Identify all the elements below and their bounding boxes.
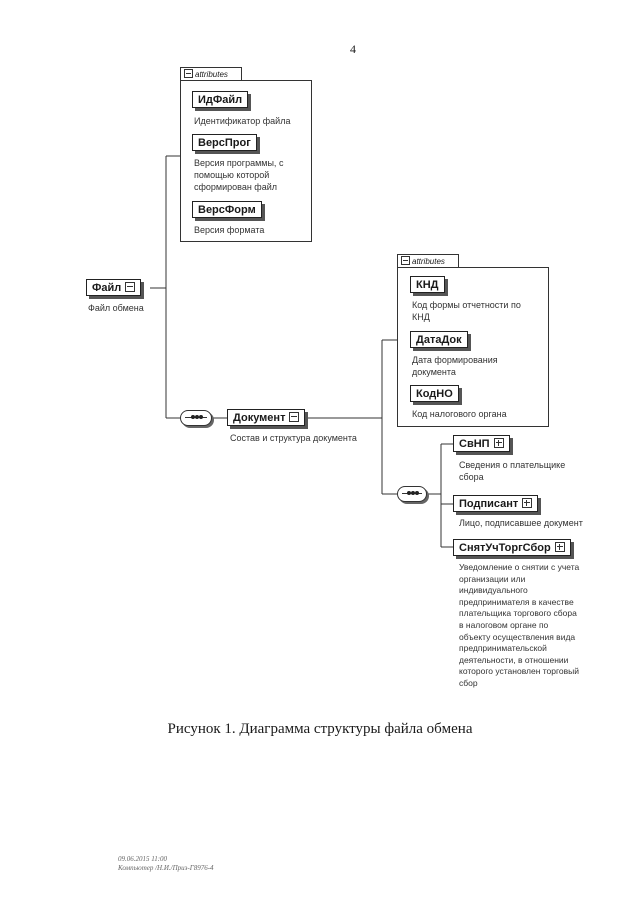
root-element-name: Файл	[92, 282, 122, 294]
description-line: объекту осуществления вида	[459, 631, 576, 642]
description-line: Лицо, подписавшее документ	[459, 518, 583, 528]
sequence-compositor-icon[interactable]	[397, 486, 427, 502]
description-line: Идентификатор файла	[194, 116, 291, 126]
child-element-name: Подписант	[459, 498, 519, 510]
sequence-compositor-icon[interactable]	[180, 410, 212, 426]
attribute-description: Идентификатор файла	[194, 115, 290, 127]
attribute-name: ВерсФорм	[198, 204, 256, 216]
attribute-name: КодНО	[416, 388, 453, 400]
description-line: Версия формата	[194, 225, 265, 235]
collapse-icon[interactable]	[125, 282, 136, 292]
description-line: в налоговом органе по	[459, 619, 549, 630]
collapse-icon[interactable]	[184, 69, 193, 78]
description-line: документа	[412, 367, 456, 377]
child-element-box[interactable]: Подписант	[453, 495, 539, 512]
sequence-dot	[415, 491, 419, 495]
attribute-description: Дата формирования документа	[412, 354, 498, 378]
attribute-box[interactable]: КодНО	[410, 385, 459, 402]
description-line: которого установлен торговый	[459, 666, 580, 677]
child-element-description: Сведения о плательщике сбора	[459, 459, 565, 483]
document-element-description: Состав и структура документа	[230, 433, 357, 443]
attribute-box[interactable]: ДатаДок	[410, 331, 468, 348]
footer-line: Компьютер /Н.И./Приз-Г8976-4	[118, 864, 214, 872]
attribute-name: ДатаДок	[416, 334, 462, 346]
description-line: предпринимателя в качестве	[459, 596, 574, 607]
root-element-box[interactable]: Файл	[86, 279, 142, 296]
sequence-dot	[407, 491, 411, 495]
attribute-name: КНД	[416, 279, 439, 291]
attribute-description: Код налогового органа	[412, 408, 507, 420]
child-element-name: СнятУчТоргСбор	[459, 542, 551, 554]
attribute-box[interactable]: ИдФайл	[192, 91, 249, 108]
attribute-name: ВерсПрог	[198, 137, 251, 149]
description-line: Дата формирования	[412, 355, 498, 365]
root-element-description: Файл обмена	[88, 303, 144, 313]
description-line: Уведомление о снятии с учета	[459, 562, 580, 572]
description-line: сформирован файл	[194, 182, 277, 192]
attribute-name: ИдФайл	[198, 94, 243, 106]
child-element-name: СвНП	[459, 438, 490, 450]
footer-stamp: 09.06.2015 11:00 Компьютер /Н.И./Приз-Г8…	[118, 855, 214, 873]
sequence-dot	[411, 491, 415, 495]
child-element-description: Уведомление о снятии с учета организации…	[459, 562, 579, 690]
description-line: предпринимательской	[459, 643, 547, 654]
description-line: деятельности, в отношении	[459, 654, 569, 665]
attribute-box[interactable]: ВерсФорм	[192, 201, 262, 218]
description-line: организации или	[459, 573, 526, 584]
child-element-description: Лицо, подписавшее документ	[459, 517, 583, 529]
expand-icon[interactable]	[522, 498, 533, 508]
child-element-box[interactable]: СнятУчТоргСбор	[453, 539, 571, 556]
description-line: Сведения о плательщике	[459, 460, 566, 470]
attribute-description: Версия формата	[194, 224, 264, 236]
attributes-tab-label: attributes	[412, 257, 445, 266]
collapse-icon[interactable]	[401, 256, 410, 265]
sequence-dot	[199, 415, 203, 419]
expand-icon[interactable]	[554, 542, 565, 552]
root-attributes-tab[interactable]: attributes	[180, 67, 242, 81]
attribute-box[interactable]: ВерсПрог	[192, 134, 257, 151]
description-line: Версия программы, с	[194, 158, 284, 168]
attributes-tab-label: attributes	[195, 70, 228, 79]
attribute-description: Версия программы, с помощью которой сфор…	[194, 157, 283, 193]
collapse-icon[interactable]	[289, 412, 300, 422]
expand-icon[interactable]	[493, 438, 504, 448]
figure-caption: Рисунок 1. Диаграмма структуры файла обм…	[167, 721, 473, 737]
description-line: Код налогового органа	[412, 409, 507, 419]
attribute-description: Код формы отчетности по КНД	[412, 299, 521, 323]
description-line: помощью которой	[194, 170, 270, 180]
attribute-box[interactable]: КНД	[410, 276, 445, 293]
sequence-dot	[195, 415, 199, 419]
document-element-box[interactable]: Документ	[227, 409, 306, 426]
description-line: Код формы отчетности по	[412, 300, 521, 310]
description-line: сбор	[459, 677, 478, 688]
description-line: КНД	[412, 312, 430, 322]
page-number: 4	[350, 42, 356, 56]
description-line: сбора	[459, 472, 484, 482]
footer-line: 09.06.2015 11:00	[118, 855, 168, 863]
child-element-box[interactable]: СвНП	[453, 435, 510, 452]
description-line: плательщика торгового сбора	[459, 608, 577, 619]
sequence-dot	[191, 415, 195, 419]
document-attributes-tab[interactable]: attributes	[397, 254, 459, 268]
description-line: индивидуального	[459, 585, 528, 596]
document-element-name: Документ	[233, 412, 286, 424]
